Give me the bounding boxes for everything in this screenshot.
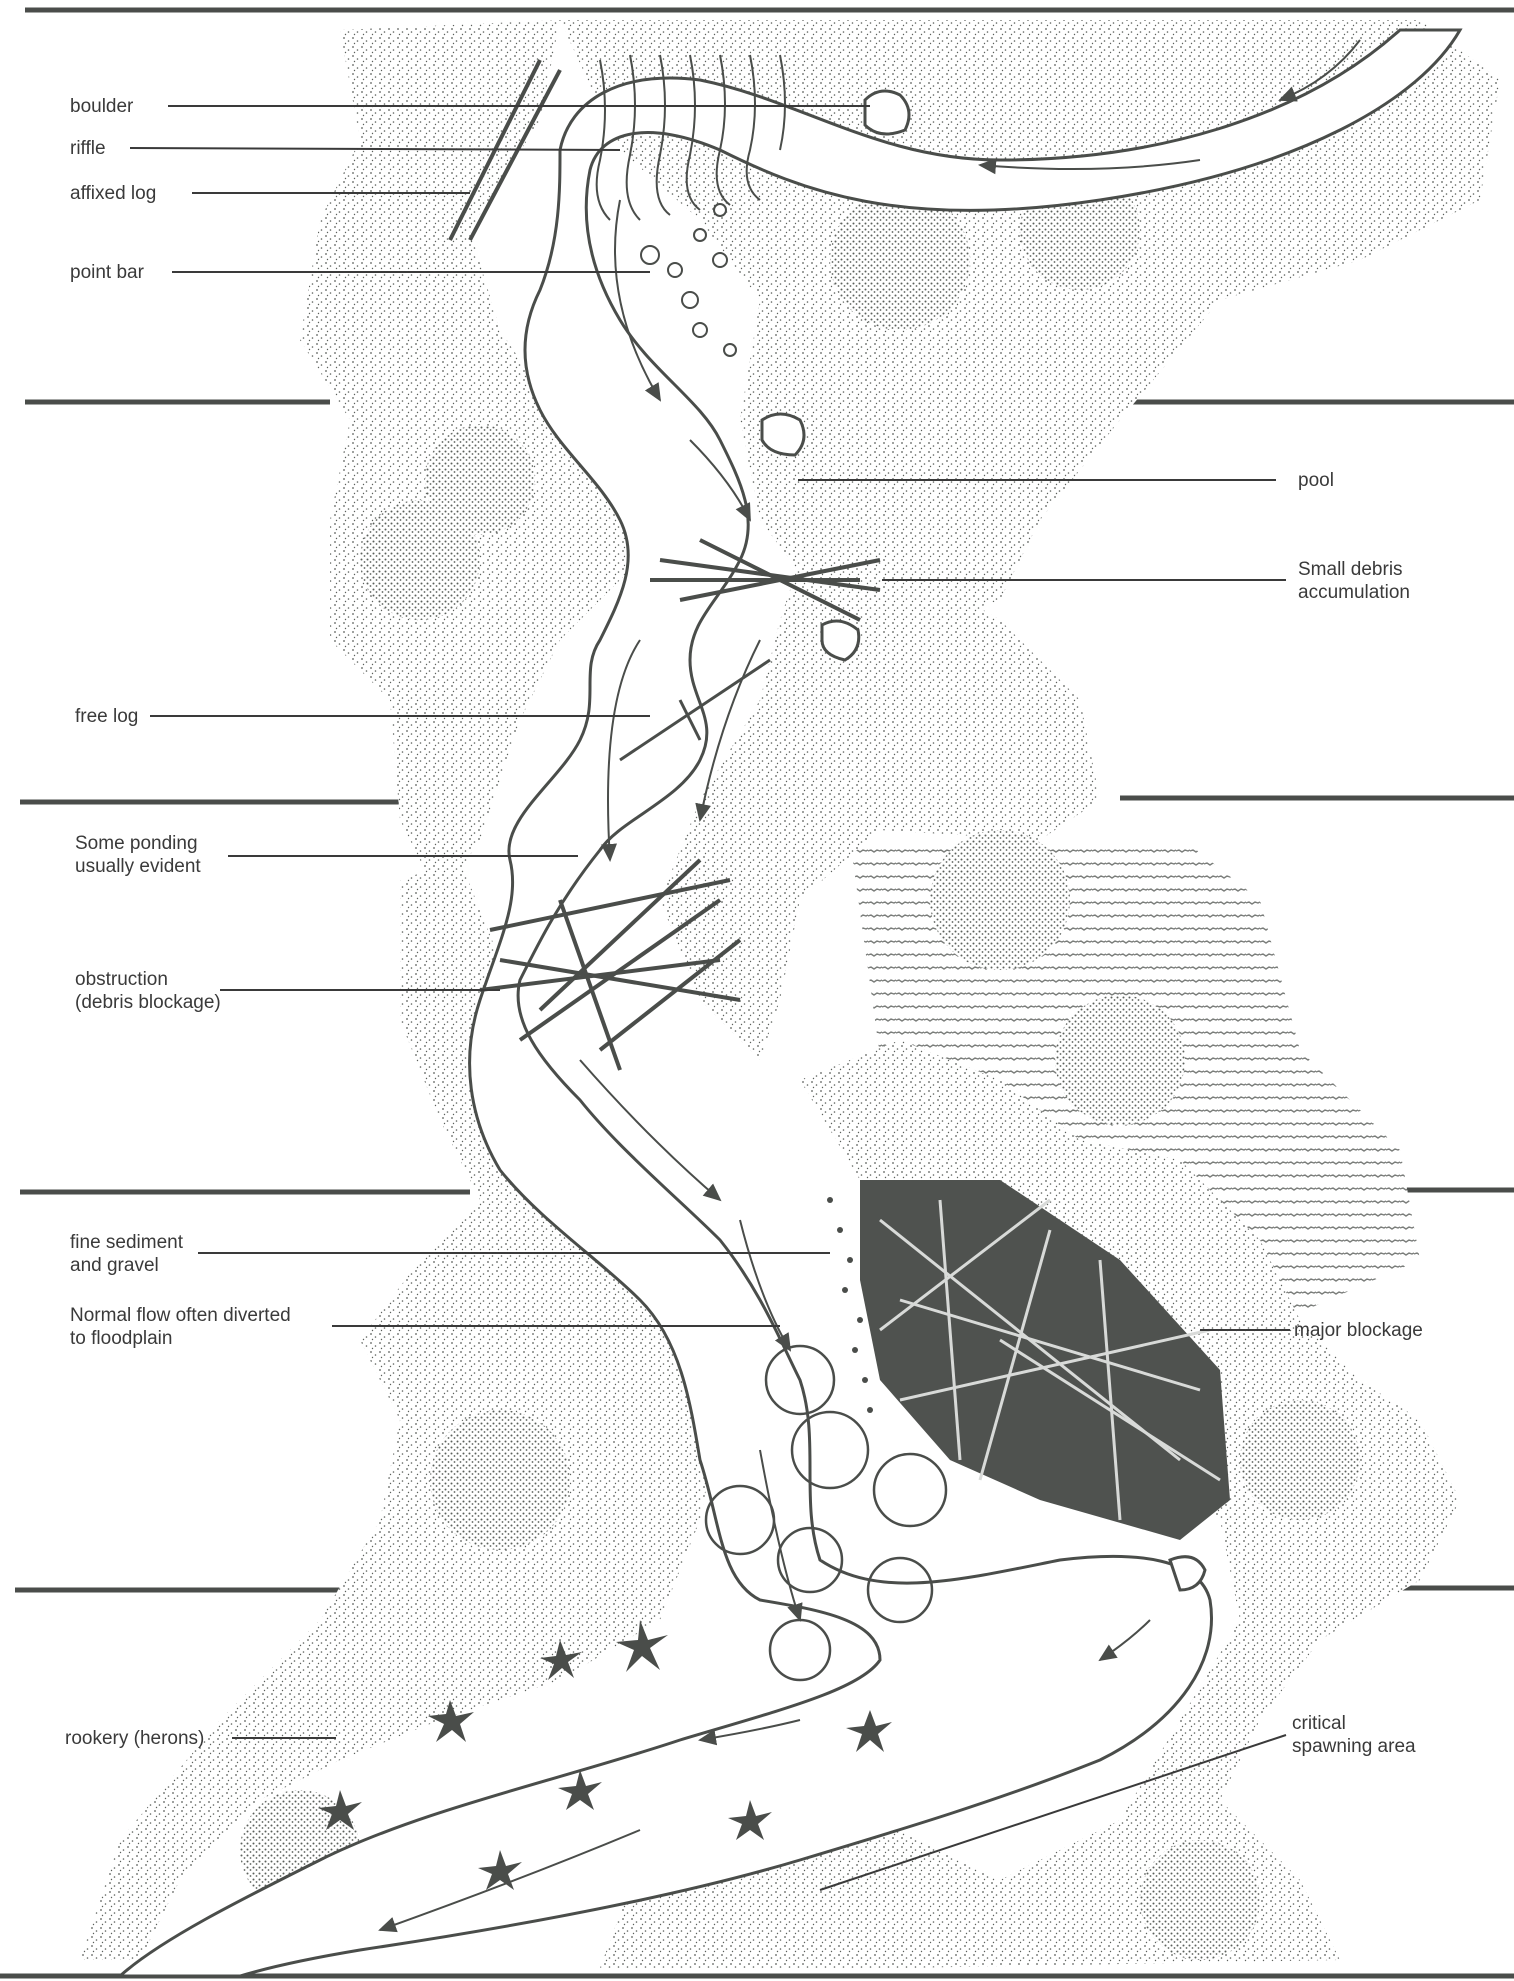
label-fine-sediment: fine sediment and gravel (70, 1231, 183, 1277)
label-obstruction: obstruction (debris blockage) (75, 968, 221, 1014)
label-ponding: Some ponding usually evident (75, 832, 201, 878)
boulder-shape (822, 621, 859, 660)
label-major-blockage: major blockage (1294, 1319, 1423, 1342)
label-pool: pool (1298, 469, 1334, 492)
label-small-debris: Small debris accumulation (1298, 558, 1410, 604)
label-rookery: rookery (herons) (65, 1727, 204, 1750)
label-boulder: boulder (70, 95, 133, 118)
label-affixed-log: affixed log (70, 182, 156, 205)
label-riffle: riffle (70, 137, 106, 160)
leader-riffle (130, 148, 620, 150)
riparian-forest (80, 20, 1500, 1968)
boulder-shape (762, 414, 804, 455)
boulder-shape (865, 91, 909, 134)
label-normal-flow: Normal flow often diverted to floodplain (70, 1304, 291, 1350)
label-free-log: free log (75, 705, 138, 728)
label-spawning: critical spawning area (1292, 1712, 1416, 1758)
label-point-bar: point bar (70, 261, 144, 284)
